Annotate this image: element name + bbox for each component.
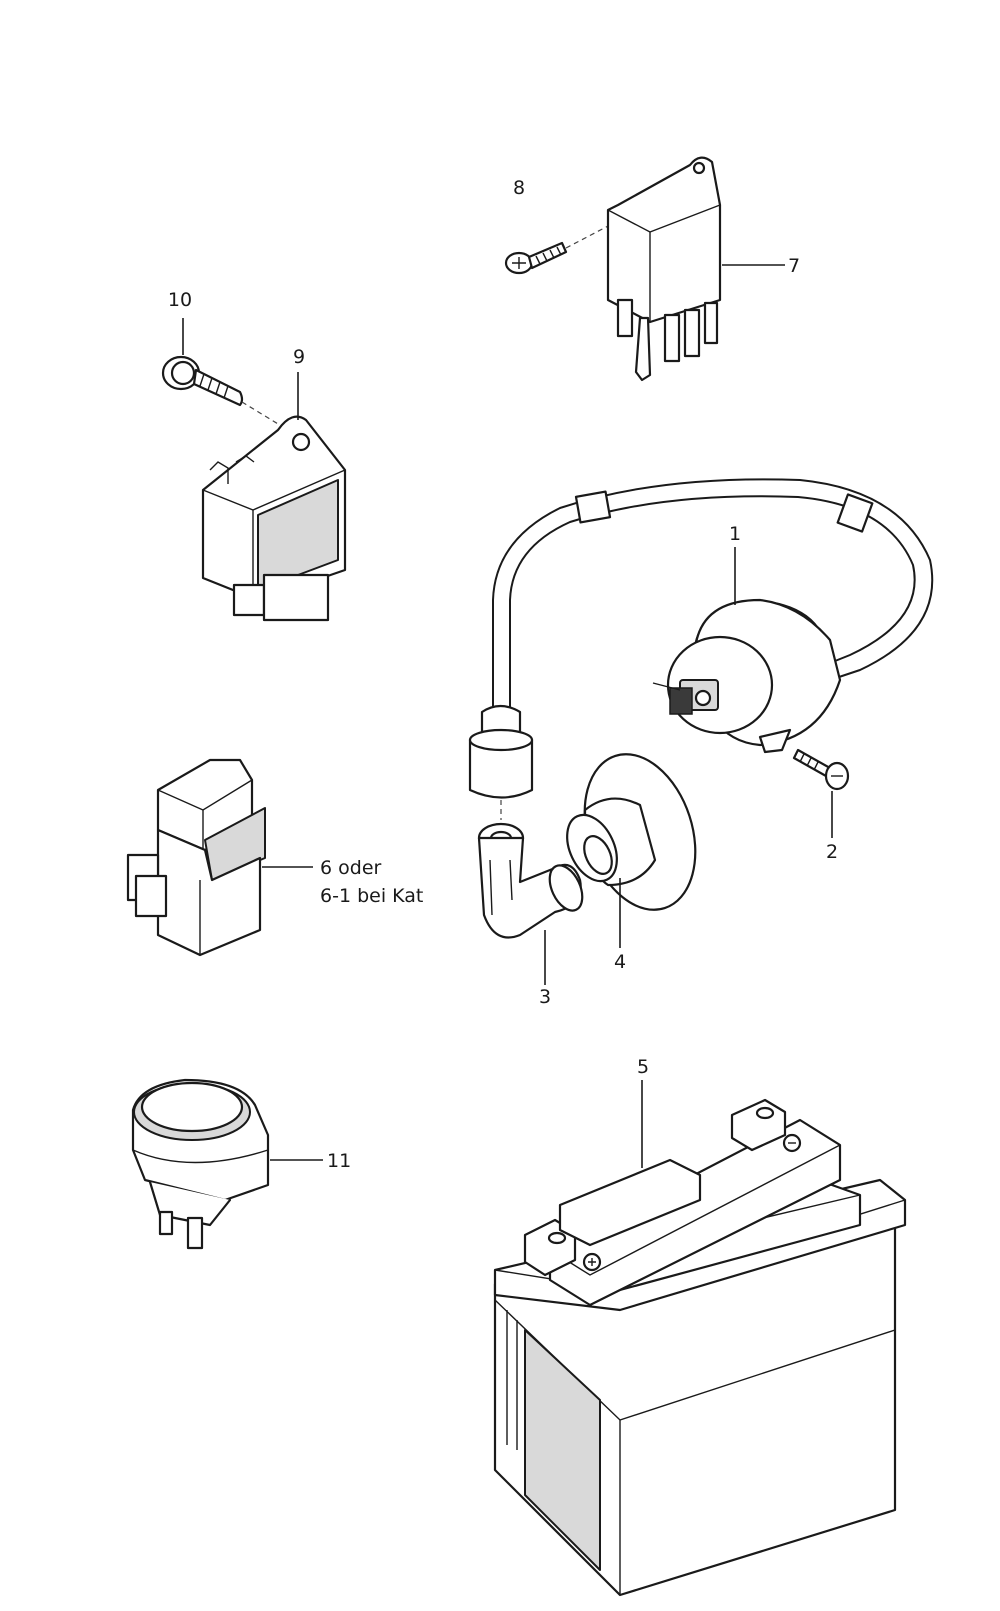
part-11-switch	[131, 1078, 270, 1250]
part-7-relay	[606, 156, 722, 382]
part-10-screw	[161, 355, 244, 407]
callout-2: 2	[826, 841, 838, 863]
callout-4: 4	[614, 951, 626, 973]
callout-1: 1	[729, 523, 741, 545]
part-5-battery	[493, 1098, 907, 1597]
part-2-screw	[792, 748, 850, 791]
callout-6-line1: 6 oder	[320, 857, 382, 879]
part-4-boot	[566, 753, 697, 911]
callout-3: 3	[539, 986, 551, 1008]
part-8-screw	[504, 241, 568, 275]
part-6-relay	[126, 758, 266, 957]
callout-10: 10	[168, 289, 192, 311]
callout-8: 8	[513, 177, 525, 199]
callout-6-line2: 6-1 bei Kat	[320, 885, 423, 907]
callout-7: 7	[788, 255, 800, 277]
callout-9: 9	[293, 346, 305, 368]
part-9-module	[201, 415, 347, 622]
part-3-plug-cap	[468, 704, 584, 939]
part-1-ignition-coil	[492, 478, 934, 754]
callout-5: 5	[637, 1056, 649, 1078]
callout-11: 11	[327, 1150, 351, 1172]
